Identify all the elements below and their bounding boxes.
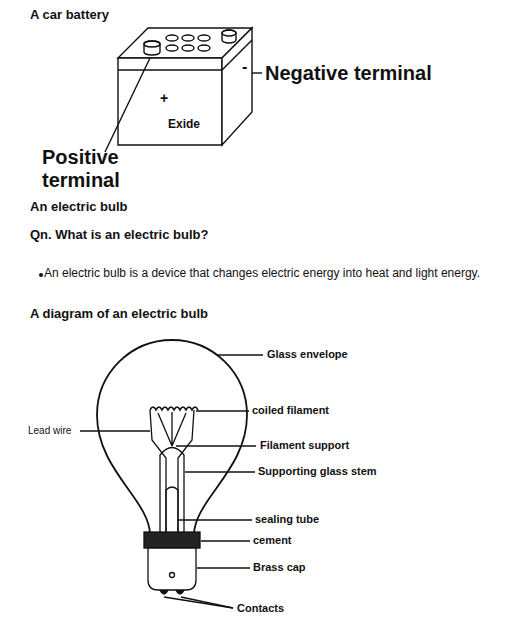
part-label: Lead wire: [28, 425, 71, 437]
callout-label: Positive terminal: [42, 146, 142, 192]
part-label: Glass envelope: [267, 348, 348, 361]
polarity-sign: -: [242, 58, 247, 76]
heading: Qn. What is an electric bulb?: [30, 228, 208, 243]
bullet-dot: [39, 273, 43, 277]
heading: A diagram of an electric bulb: [30, 307, 208, 322]
part-label: Contacts: [237, 602, 284, 615]
callout-label: Negative terminal: [265, 62, 432, 85]
part-label: Supporting glass stem: [258, 465, 377, 478]
part-label: cement: [253, 534, 292, 547]
heading: An electric bulb: [30, 200, 128, 215]
car-battery: [105, 28, 262, 152]
part-label: sealing tube: [255, 513, 319, 526]
brand-name: Exide: [168, 118, 200, 132]
part-label: coiled filament: [252, 404, 329, 417]
polarity-sign: +: [160, 90, 168, 106]
part-label: Filament support: [260, 439, 349, 452]
heading: A car battery: [30, 8, 109, 23]
part-label: Brass cap: [253, 561, 306, 574]
electric-bulb: [80, 340, 263, 608]
body-text: An electric bulb is a device that change…: [48, 267, 488, 281]
